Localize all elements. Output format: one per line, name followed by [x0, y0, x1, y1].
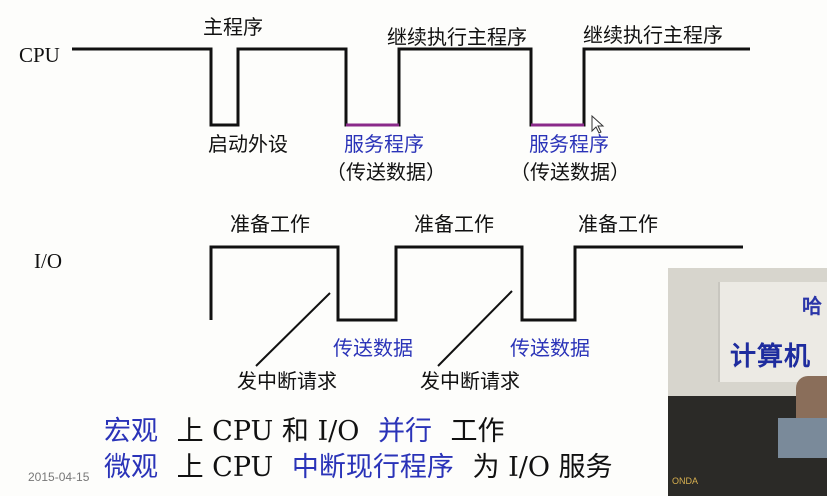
cpu-row-label: CPU [19, 43, 60, 67]
label-continue-main-1: 继续执行主程序 [387, 25, 527, 49]
label-start-device: 启动外设 [208, 132, 288, 156]
label-interrupt-request-1: 发中断请求 [237, 369, 337, 393]
interrupt-line-1 [255, 292, 331, 367]
label-prepare-1: 准备工作 [230, 212, 310, 236]
slide-date: 2015-04-15 [28, 470, 90, 484]
io-timeline [209, 245, 743, 322]
interrupt-line-2 [437, 290, 513, 367]
label-service-program-1: 服务程序 [344, 132, 424, 156]
label-service-program-2: 服务程序 [529, 132, 609, 156]
summary-macro-term: 宏观 [104, 416, 158, 447]
label-io-transfer-1: 传送数据 [333, 336, 413, 360]
label-prepare-2: 准备工作 [414, 212, 494, 236]
lecturer-figure [796, 376, 827, 426]
summary-interrupt-term: 中断现行程序 [291, 452, 454, 483]
summary-micro-term: 微观 [104, 452, 158, 483]
label-interrupt-request-2: 发中断请求 [420, 369, 520, 393]
summary-micro-text: 上 CPU [176, 452, 274, 483]
summary-macro-text: 上 CPU 和 I/O [176, 416, 360, 447]
lecturer-video-inset: 哈 计算机 ONDA [668, 268, 827, 496]
banner-text-top: 哈 [802, 294, 822, 318]
cpu-timeline [72, 47, 750, 127]
summary-line-micro: 微观 上 CPU 中断现行程序 为 I/O 服务 [104, 454, 613, 481]
classroom-banner [718, 282, 827, 382]
label-transfer-data-2: （传送数据） [510, 160, 630, 184]
summary-work-text: 工作 [450, 416, 505, 447]
summary-line-macro: 宏观 上 CPU 和 I/O 并行 工作 [104, 418, 505, 445]
label-prepare-3: 准备工作 [578, 212, 658, 236]
label-main-program: 主程序 [203, 15, 263, 39]
io-row-label: I/O [34, 249, 62, 273]
summary-parallel-term: 并行 [377, 416, 432, 447]
label-transfer-data-1: （传送数据） [326, 160, 446, 184]
banner-text-main: 计算机 [730, 342, 812, 372]
label-io-transfer-2: 传送数据 [510, 336, 590, 360]
label-continue-main-2: 继续执行主程序 [583, 23, 723, 47]
device-brand: ONDA [672, 476, 699, 486]
summary-service-text: 为 I/O 服务 [472, 452, 613, 483]
mouse-cursor-icon [591, 114, 605, 134]
